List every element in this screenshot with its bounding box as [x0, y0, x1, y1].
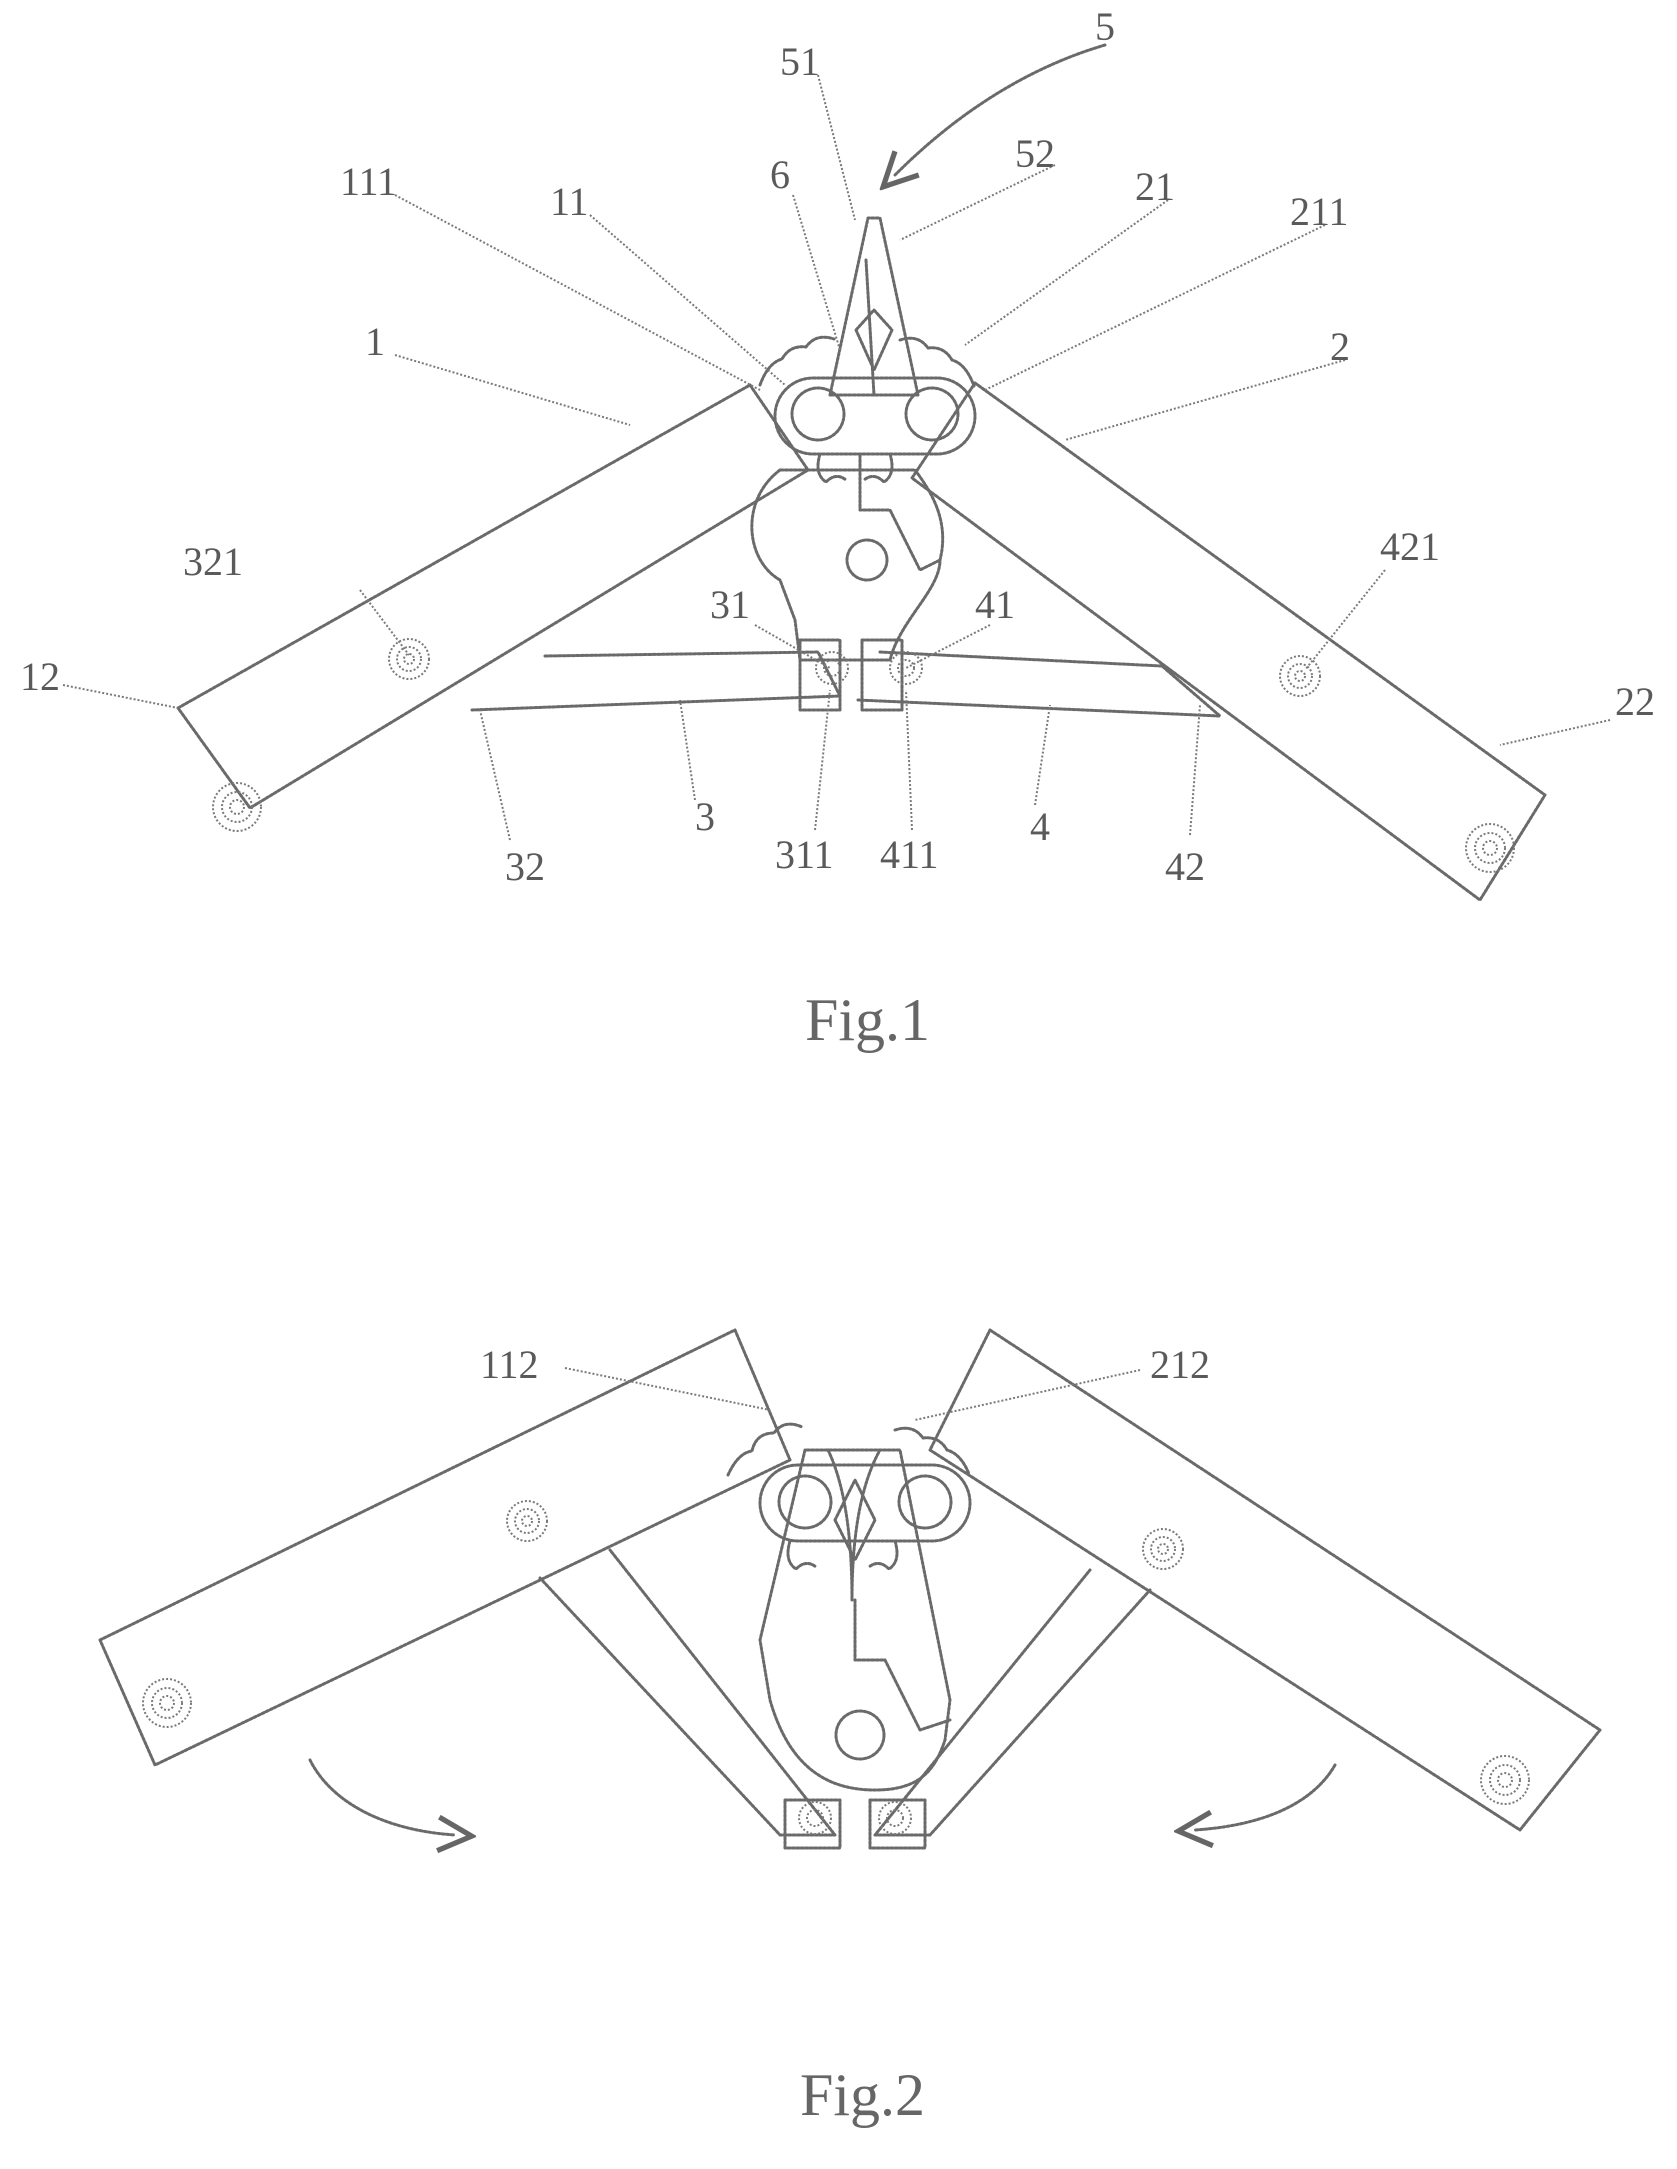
label-5: 5: [1095, 4, 1115, 49]
label-12: 12: [20, 654, 60, 699]
label-3: 3: [695, 794, 715, 839]
label-2: 2: [1330, 324, 1350, 369]
open-arrow-left: [310, 1760, 455, 1835]
jaws-5: [830, 218, 918, 395]
label-21: 21: [1135, 164, 1175, 209]
label-212: 212: [1150, 1342, 1210, 1387]
label-1: 1: [365, 319, 385, 364]
label-311: 311: [775, 832, 834, 877]
label-4: 4: [1030, 804, 1050, 849]
label-11: 11: [550, 179, 589, 224]
figure-1: 5 51 52 6 11 111 21 211 1 2 321 421 31 4…: [20, 4, 1655, 1053]
label-112: 112: [480, 1342, 539, 1387]
label-111: 111: [340, 159, 397, 204]
label-42: 42: [1165, 844, 1205, 889]
figure-2-caption: Fig.2: [800, 2062, 925, 2128]
open-arrow-right: [1195, 1765, 1335, 1830]
fig2-bottom-pivots: [785, 1800, 925, 1848]
pivot-311: [800, 640, 848, 710]
label-421: 421: [1380, 524, 1440, 569]
label-32: 32: [505, 844, 545, 889]
label-52: 52: [1015, 131, 1055, 176]
fig2-cutter-head: [760, 1450, 950, 1790]
label-41: 41: [975, 582, 1015, 627]
label-51: 51: [780, 39, 820, 84]
leader-112: [565, 1368, 770, 1410]
pivot-421: [1280, 656, 1320, 696]
label-321: 321: [183, 539, 243, 584]
pivot-321: [389, 639, 429, 679]
label-6: 6: [770, 152, 790, 197]
link-4: [858, 652, 1220, 716]
figure-1-caption: Fig.1: [805, 987, 930, 1053]
fig2-links: [540, 1550, 1150, 1835]
label-211: 211: [1290, 189, 1349, 234]
link-3: [472, 652, 840, 710]
fig2-left-handle: [100, 1330, 790, 1765]
label-22: 22: [1615, 679, 1655, 724]
fig2-right-handle: [930, 1330, 1600, 1830]
leader-lines-fig1: [63, 75, 1610, 840]
label-31: 31: [710, 582, 750, 627]
label-411: 411: [880, 832, 939, 877]
direction-arrow-5: [895, 45, 1105, 175]
handle-2: [912, 383, 1545, 900]
figure-2: 112 212 Fig.2: [100, 1330, 1600, 2128]
